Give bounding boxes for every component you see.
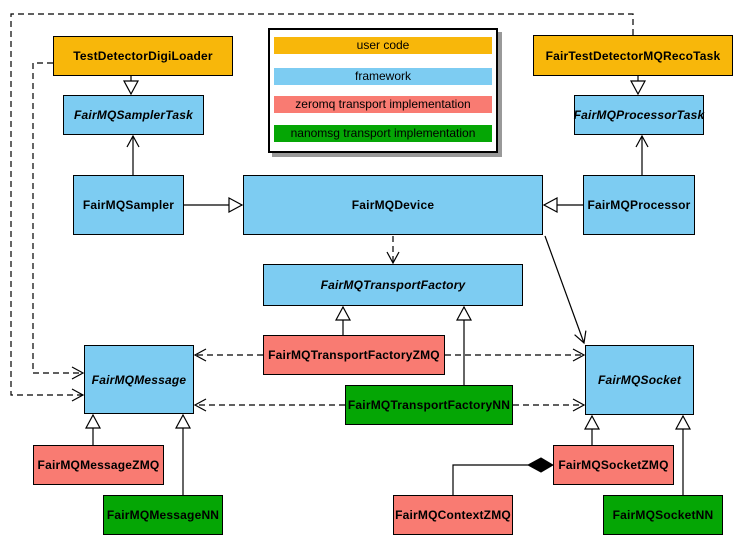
node-fairmqmessagezmq: FairMQMessageZMQ (33, 445, 164, 485)
node-fairmqcontextzmq: FairMQContextZMQ (393, 495, 513, 535)
node-fairmqsamplertask: FairMQSamplerTask (63, 95, 204, 135)
edge-digiloader-message (32, 62, 85, 380)
node-fairmqtransportfactorynn: FairMQTransportFactoryNN (345, 385, 513, 425)
node-fairmqsocketzmq: FairMQSocketZMQ (553, 445, 674, 485)
legend-item-user-code: user code (274, 37, 492, 54)
node-fairmqmessagenn: FairMQMessageNN (103, 495, 223, 535)
node-fairmqsocket: FairMQSocket (585, 345, 694, 415)
node-fairmqdevice: FairMQDevice (243, 175, 543, 235)
legend-item-zeromq: zeromq transport implementation (274, 96, 492, 113)
node-fairmqtransportfactoryzmq: FairMQTransportFactoryZMQ (263, 335, 445, 375)
node-testdetectordigiloader: TestDetectorDigiLoader (53, 36, 233, 76)
node-fairmqsocketnn: FairMQSocketNN (603, 495, 723, 535)
node-fairtestdetectormqrecotask: FairTestDetectorMQRecoTask (533, 35, 733, 76)
legend-item-framework: framework (274, 68, 492, 85)
legend-item-nanomsg: nanomsg transport implementation (274, 125, 492, 142)
edge-contextzmq-socketzmq (452, 464, 528, 495)
node-fairmqmessage: FairMQMessage (84, 345, 194, 414)
composition-diamond-icon (526, 457, 554, 473)
legend: user code framework zeromq transport imp… (268, 28, 498, 153)
node-fairmqtransportfactory: FairMQTransportFactory (263, 264, 523, 306)
node-fairmqprocessortask: FairMQProcessorTask (574, 95, 704, 135)
edge-device-socket (544, 235, 587, 345)
node-fairmqsampler: FairMQSampler (73, 175, 184, 235)
node-fairmqprocessor: FairMQProcessor (583, 175, 695, 235)
edge-recotask-message (10, 13, 634, 402)
